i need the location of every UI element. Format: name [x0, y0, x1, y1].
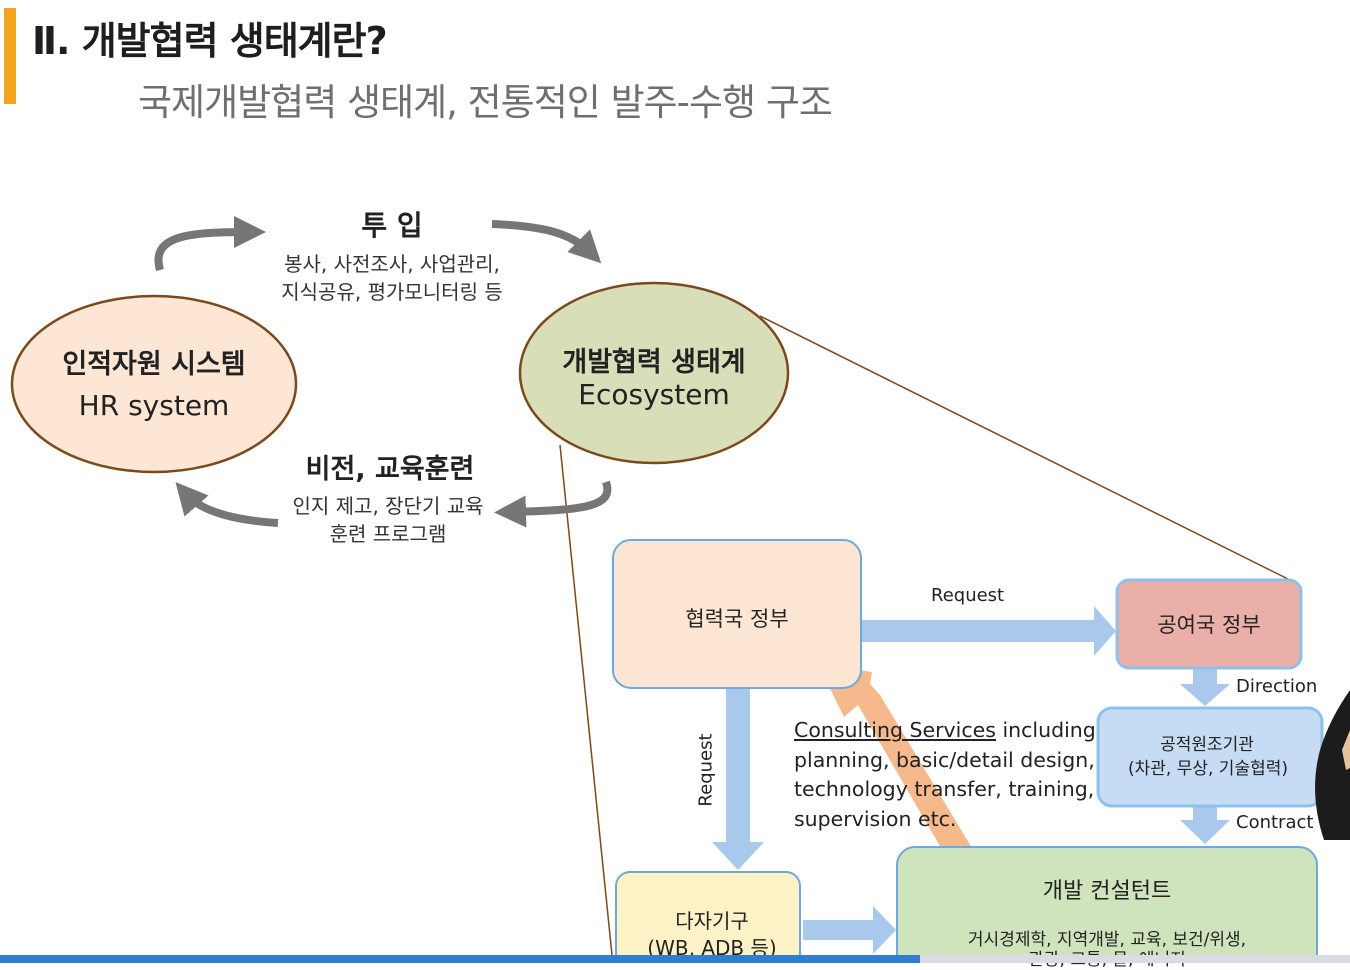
presenter-image	[1315, 690, 1350, 840]
consultant-line-1: 거시경제학, 지역개발, 교육, 보건/위생,	[967, 930, 1247, 950]
multilateral-box	[615, 871, 801, 963]
eco-node-korean: 개발협력 생태계	[562, 347, 746, 378]
vision-heading: 비전, 교육훈련	[305, 454, 475, 485]
zoom-line-right	[759, 315, 1291, 581]
request-label-top: Request	[931, 585, 1005, 606]
input-heading: 투 입	[361, 209, 423, 242]
hr-node-korean: 인적자원 시스템	[62, 349, 246, 380]
ecosystem-node	[518, 281, 790, 465]
slide-subtitle: 국제개발협력 생태계, 전통적인 발주-수행 구조	[138, 81, 833, 124]
consulting-line-3: technology transfer, training,	[794, 777, 1095, 801]
consulting-including: including	[995, 718, 1096, 742]
consultant-title: 개발 컨설턴트	[1042, 879, 1172, 904]
multilateral-arrow-right	[803, 906, 896, 954]
blue-arrows	[712, 606, 1230, 954]
cycle-arrow-return-left	[494, 480, 612, 528]
consulting-line-2: planning, basic/detail design,	[794, 747, 1095, 772]
direction-label: Direction	[1236, 676, 1318, 697]
partner-gov-label: 협력국 정부	[685, 607, 789, 631]
slide-title: Ⅱ. 개발협력 생태계란?	[32, 19, 388, 63]
cycle-arrow-down-right	[491, 220, 602, 264]
consulting-services-text: Consulting Services including planning, …	[794, 716, 1096, 834]
vision-line-2: 훈련 프로그램	[329, 522, 447, 546]
consulting-line-4: supervision etc.	[794, 806, 957, 831]
oda-agency-line-1: 공적원조기관	[1160, 735, 1254, 755]
contract-label: Contract	[1236, 812, 1314, 833]
request-arrow-down	[712, 664, 764, 870]
zoom-line-left	[559, 444, 613, 956]
oda-agency-line-2: (차관, 무상, 기술협력)	[1128, 759, 1288, 779]
eco-node-english: Ecosystem	[578, 378, 730, 411]
hr-system-node	[10, 294, 298, 474]
donor-gov-label: 공여국 정부	[1157, 613, 1261, 637]
direction-arrow-down	[1180, 668, 1230, 706]
hr-node-english: HR system	[78, 389, 230, 422]
partner-gov-box	[612, 539, 862, 689]
contract-arrow-down	[1180, 806, 1230, 844]
consultant-box	[896, 846, 1318, 963]
video-progress-bar[interactable]	[0, 955, 920, 963]
donor-gov-box	[1115, 578, 1303, 670]
cycle-arrow-up-left	[154, 216, 266, 272]
multilateral-line-1: 다자기구	[675, 909, 749, 933]
input-line-1: 봉사, 사전조사, 사업관리,	[284, 252, 500, 276]
vision-line-1: 인지 제고, 장단기 교육	[292, 494, 484, 518]
input-line-2: 지식공유, 평가모니터링 등	[281, 280, 503, 304]
cycle-arrow-up-to-hr	[175, 481, 279, 527]
request-label-vertical: Request	[695, 733, 717, 807]
title-accent-bar	[4, 8, 16, 104]
consulting-arrow	[818, 664, 972, 860]
request-arrow-right	[847, 606, 1116, 656]
consulting-services-heading: Consulting Services	[794, 718, 996, 742]
